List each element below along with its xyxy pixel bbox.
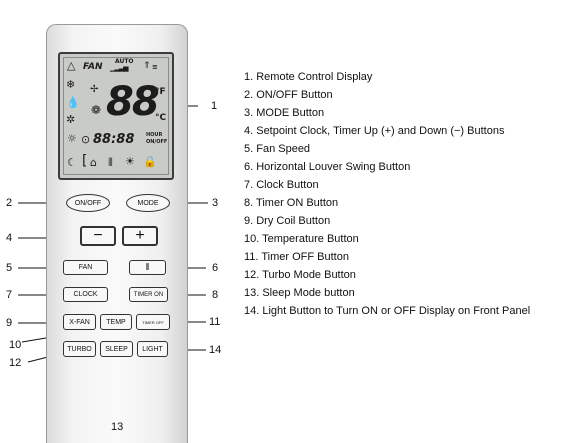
celsius-unit: °C [155,113,167,123]
timer-off-button[interactable]: TIMER OFF [136,314,170,330]
temperature-up-button[interactable]: + [122,226,158,246]
water-drop-icon: 💧 [66,96,80,109]
clock-icon: ⊙ [81,133,91,146]
x-fan-button[interactable]: X-FAN [63,314,96,330]
fan-speed-icon: ▁▂▃▅ [110,64,129,72]
legend-item-10: 10. Temperature Button [244,233,359,245]
light-button[interactable]: LIGHT [137,341,168,357]
fan-button[interactable]: FAN [63,260,108,275]
callout-11: 11 [209,316,221,328]
legend-item-5: 5. Fan Speed [244,143,311,155]
callout-3: 3 [212,197,219,209]
snowflake-icon: ❄ [66,78,76,91]
bracket-icon: [ [82,153,88,169]
fan-mode-icon: ✲ [66,113,76,126]
triangle-icon: △ [67,59,76,72]
lock-icon: 🔒 [143,155,157,168]
sleep-button[interactable]: SLEEP [100,341,133,357]
clock-digits: 88:88 [93,132,135,147]
swing-button[interactable]: ⦀ [129,260,166,275]
callout-2: 2 [6,197,13,209]
callout-14: 14 [209,344,222,356]
legend-item-6: 6. Horizontal Louver Swing Button [244,161,411,173]
timer-on-button[interactable]: TIMER ON [129,287,168,302]
on-off-button[interactable]: ON/OFF [66,194,110,212]
legend-item-8: 8. Timer ON Button [244,197,339,209]
mode-button[interactable]: MODE [126,194,170,212]
callout-5: 5 [6,262,13,274]
turbo-button[interactable]: TURBO [63,341,96,357]
legend-item-14: 14. Light Button to Turn ON or OFF Displ… [244,305,531,317]
indoor-unit-icon: ⌂ [90,156,97,169]
fahrenheit-unit: °F [155,87,166,97]
sleep-moon-icon: ☾ [67,156,77,169]
legend-item-9: 9. Dry Coil Button [244,215,331,227]
display-frame [63,57,169,175]
remote-display: △ FAN AUTO ▁▂▃▅ ⇑ ≡ ❄ 💧 ✲ ☼ ✢ ❁ 88 °F °C… [58,52,174,180]
callout-10: 10 [9,339,22,351]
callout-12: 12 [9,357,22,369]
callout-7: 7 [6,289,13,301]
legend-item-1: 1. Remote Control Display [244,71,373,83]
turbo-arrow-icon: ⇑ [143,61,151,71]
swing-icon: ⦀ [108,156,113,169]
sun-icon: ☼ [67,132,77,145]
legend-item-3: 3. MODE Button [244,107,325,119]
clock-button[interactable]: CLOCK [63,287,108,302]
turbo-bars-icon: ≡ [152,63,158,71]
temperature-down-button[interactable]: − [80,226,116,246]
legend-item-4: 4. Setpoint Clock, Timer Up (+) and Down… [244,125,505,137]
callout-1: 1 [211,100,218,112]
fan-label: FAN [83,62,103,72]
fan-blade-icon: ❁ [91,103,102,117]
hour-label: HOUR [146,132,163,138]
callout-6: 6 [212,262,219,274]
legend-item-7: 7. Clock Button [244,179,319,191]
temp-button[interactable]: TEMP [100,314,132,330]
auto-label: AUTO [115,58,134,65]
fan-rotor-icon: ✢ [90,84,99,95]
callout-4: 4 [6,232,13,244]
callout-8: 8 [212,289,219,301]
legend-item-11: 11. Timer OFF Button [244,251,349,263]
legend-item-2: 2. ON/OFF Button [244,89,333,101]
callout-13: 13 [111,421,124,433]
light-icon: ☀ [125,155,135,168]
temperature-digits: 88 [106,79,160,125]
legend-item-12: 12. Turbo Mode Button [244,269,356,281]
callout-9: 9 [6,317,13,329]
on-off-indicator: ON/OFF [146,139,168,145]
legend-item-13: 13. Sleep Mode button [244,287,355,299]
